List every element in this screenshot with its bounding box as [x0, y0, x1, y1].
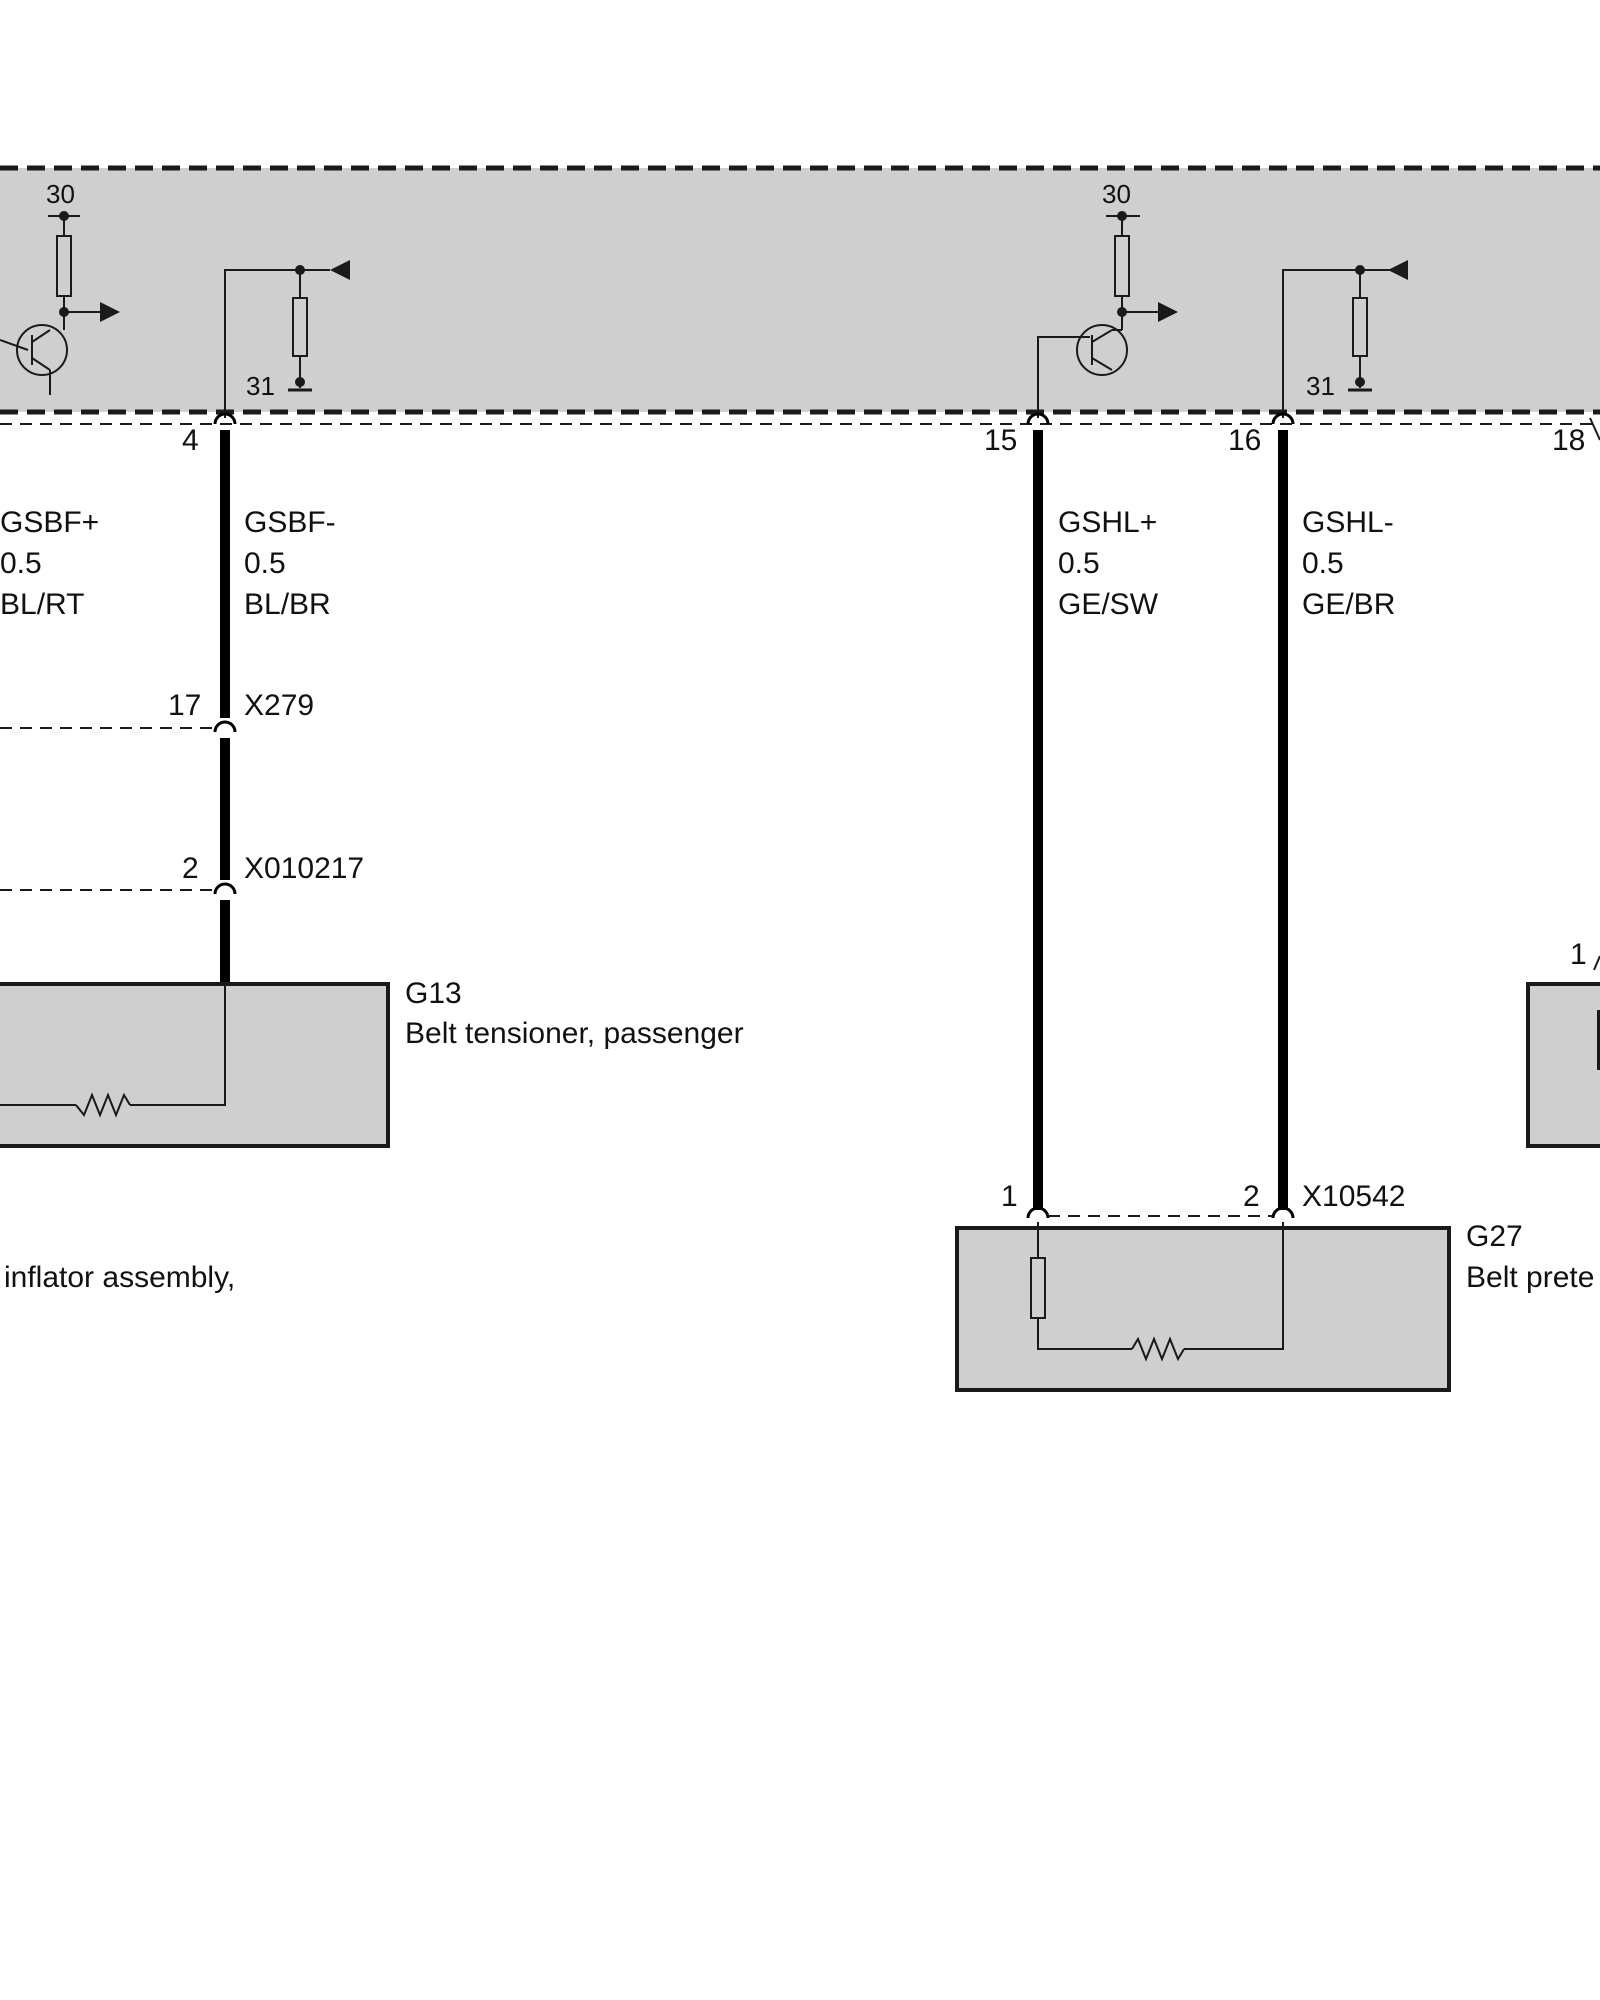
color-gshl-plus: GE/SW	[1058, 588, 1159, 621]
x10542-pin-b: 2	[1243, 1180, 1260, 1213]
ground-31-label-right: 31	[1306, 371, 1335, 401]
sense-resistor	[292, 297, 308, 357]
component-g13: G13 Belt tensioner, passenger	[0, 977, 744, 1148]
output-arrow-icon	[100, 302, 120, 322]
x10542-id: X10542	[1302, 1180, 1405, 1213]
left-component-name: inflator assembly,	[4, 1261, 235, 1294]
transistor-icon-right	[1076, 324, 1128, 376]
wire-gsbf-minus	[213, 412, 237, 985]
color-gshl-minus: GE/BR	[1302, 588, 1395, 621]
input-arrow-icon	[330, 260, 350, 280]
x279-id-label: X279	[244, 689, 314, 722]
label-gshl-plus: GSHL+ 0.5 GE/SW	[1058, 506, 1159, 621]
component-g27: G27 Belt prete	[955, 1220, 1594, 1392]
x010217-id-label: X010217	[244, 852, 364, 885]
label-gsbf-plus: GSBF+ 0.5 BL/RT	[0, 506, 99, 621]
ground-31-label: 31	[246, 371, 275, 401]
sense-resistor-right	[1352, 297, 1368, 357]
output-arrow-icon-right	[1158, 302, 1178, 322]
component-right-partial: 1	[1526, 938, 1600, 1148]
x010217-pin-label: 2	[182, 852, 199, 885]
g13-name: Belt tensioner, passenger	[405, 1017, 744, 1050]
supply-30-label: 30	[46, 179, 75, 209]
pullup-resistor-right	[1114, 235, 1130, 297]
squib-resistor-icon	[75, 1092, 131, 1118]
pullup-resistor	[56, 235, 72, 297]
x279-pin-label: 17	[168, 689, 201, 722]
pin-16-label: 16	[1228, 424, 1261, 457]
g13-id: G13	[405, 977, 462, 1010]
connector-x010217: 2 X010217	[0, 852, 364, 891]
x10542-pin-a: 1	[1001, 1180, 1018, 1213]
wire-gshl-plus	[1026, 412, 1050, 1219]
g27-squib-icon	[1131, 1336, 1185, 1362]
connector-x279: 17 X279	[0, 689, 314, 729]
transistor-icon	[16, 324, 68, 376]
label-gsbf-minus: GSBF- 0.5 BL/BR	[244, 506, 336, 621]
signal-gshl-plus: GSHL+	[1058, 506, 1157, 539]
input-arrow-icon-right	[1388, 260, 1408, 280]
signal-gsbf-plus: GSBF+	[0, 506, 99, 539]
pin16-sense-circuit: 31	[1282, 260, 1408, 418]
right-partial-pin: 1	[1570, 938, 1587, 971]
control-unit	[0, 165, 1600, 425]
signal-gshl-minus: GSHL-	[1302, 506, 1394, 539]
size-gshl-minus: 0.5	[1302, 547, 1344, 580]
size-gsbf-plus: 0.5	[0, 547, 42, 580]
size-gshl-plus: 0.5	[1058, 547, 1100, 580]
right-driver-circuit: 30	[1037, 179, 1178, 418]
signal-gsbf-minus: GSBF-	[244, 506, 336, 539]
color-gsbf-plus: BL/RT	[0, 588, 84, 621]
g27-id: G27	[1466, 1220, 1523, 1253]
left-driver-circuit: 30	[0, 179, 120, 395]
pin4-sense-circuit: 31	[224, 260, 350, 418]
wire-gshl-minus	[1271, 412, 1295, 1219]
pin-4-label: 4	[182, 424, 199, 457]
connector-x10542: 1 2 X10542	[1001, 1180, 1405, 1217]
size-gsbf-minus: 0.5	[244, 547, 286, 580]
label-gshl-minus: GSHL- 0.5 GE/BR	[1302, 506, 1395, 621]
g27-name: Belt prete	[1466, 1261, 1594, 1294]
g27-resistor	[1030, 1257, 1046, 1319]
pin-15-label: 15	[984, 424, 1017, 457]
pin-18-label: 18	[1552, 424, 1585, 457]
color-gsbf-minus: BL/BR	[244, 588, 331, 621]
supply-30-label-right: 30	[1102, 179, 1131, 209]
